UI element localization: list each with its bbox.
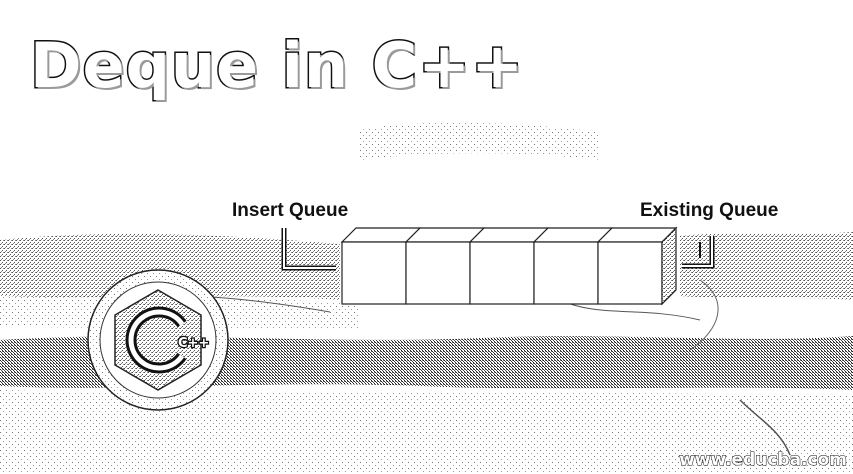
insert-queue-label: Insert Queue <box>232 200 349 221</box>
queue-cell <box>340 227 422 305</box>
queue-cell <box>468 227 550 305</box>
queue-cell <box>532 227 614 305</box>
page-title: Deque in C++ <box>28 28 525 104</box>
queue <box>340 226 678 306</box>
watermark: www.educba.com <box>679 450 848 471</box>
queue-cell <box>404 227 486 305</box>
existing-queue-label: Existing Queue <box>640 200 779 221</box>
logo-text: C++ <box>178 336 209 351</box>
queue-cell <box>596 226 678 306</box>
cpp-logo-icon <box>87 269 229 411</box>
